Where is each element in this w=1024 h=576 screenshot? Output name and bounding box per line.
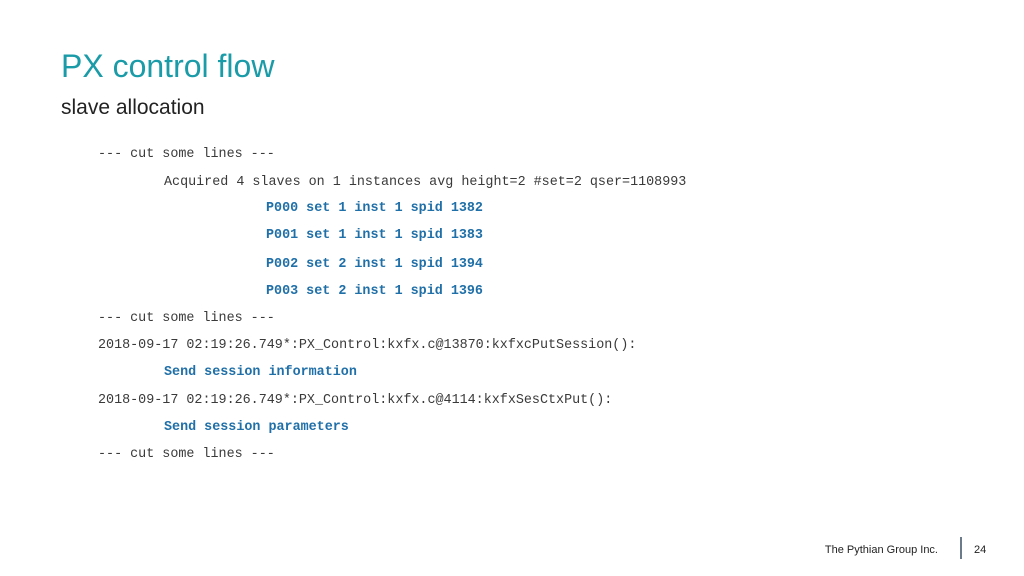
code-line-slave-p001: P001 set 1 inst 1 spid 1383 — [266, 228, 483, 243]
code-line-cut-marker: --- cut some lines --- — [98, 147, 275, 162]
code-line-slave-p003: P003 set 2 inst 1 spid 1396 — [266, 284, 483, 299]
slide-subtitle: slave allocation — [61, 96, 205, 119]
code-line-send-session-information: Send session information — [164, 365, 357, 380]
code-line-send-session-parameters: Send session parameters — [164, 420, 349, 435]
code-line-ses-ctx-put-trace: 2018-09-17 02:19:26.749*:PX_Control:kxfx… — [98, 393, 613, 408]
code-line-cut-marker: --- cut some lines --- — [98, 447, 275, 462]
page-number: 24 — [974, 544, 987, 556]
footer-divider — [960, 537, 962, 559]
code-line-slave-p002: P002 set 2 inst 1 spid 1394 — [266, 257, 483, 272]
code-line-put-session-trace: 2018-09-17 02:19:26.749*:PX_Control:kxfx… — [98, 338, 637, 353]
slide-title: PX control flow — [61, 48, 275, 84]
code-line-acquired-slaves: Acquired 4 slaves on 1 instances avg hei… — [164, 175, 687, 190]
code-line-slave-p000: P000 set 1 inst 1 spid 1382 — [266, 201, 483, 216]
footer-company-name: The Pythian Group Inc. — [824, 544, 938, 556]
code-line-cut-marker: --- cut some lines --- — [98, 311, 275, 326]
